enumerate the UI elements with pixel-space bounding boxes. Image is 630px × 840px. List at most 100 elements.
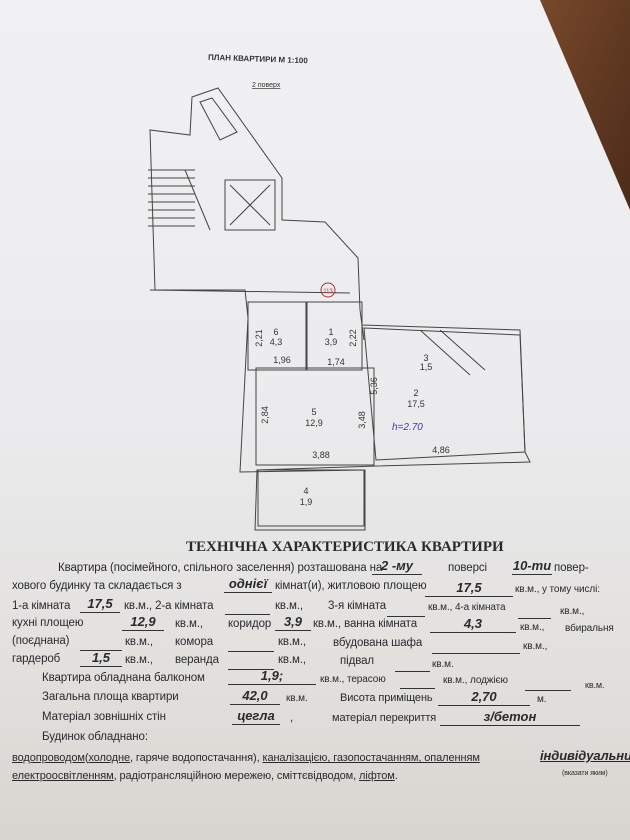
dim: 4,86 [432, 445, 450, 455]
dim: 3,88 [312, 450, 330, 460]
heating-type-value: індивідуальним [540, 748, 630, 763]
living-area-value: 17,5 [425, 580, 513, 597]
hint-text: (вказати яким) [562, 770, 608, 777]
plan-floor: 2 поверх [252, 82, 281, 89]
text: кв.м., ванна кімната [313, 618, 418, 630]
text: ( [84, 752, 89, 764]
dim: 2,84 [260, 406, 270, 424]
text: , радіотрансляційною мережею, сміттєвідв… [113, 770, 360, 782]
text: гардероб [12, 653, 61, 665]
text: ліфтом [359, 770, 395, 782]
room-4-area: 1,9 [300, 497, 313, 507]
text: вбиральня [565, 623, 614, 634]
floors-value: 10-ти [512, 558, 552, 575]
text: кв.м. [286, 693, 308, 704]
text: електроосвітленням [12, 770, 114, 782]
text: Висота приміщень [340, 692, 433, 704]
total-area-value: 42,0 [230, 688, 280, 705]
room-1-area: 3,9 [325, 337, 338, 347]
text: повер- [554, 562, 589, 574]
text: кв.м., [125, 654, 154, 666]
text: , [290, 712, 294, 724]
room-1-no: 1 [328, 327, 333, 337]
dim: 1,74 [327, 357, 345, 367]
room1-value: 17,5 [80, 596, 120, 613]
stairs [148, 169, 211, 231]
height-note: h=2.70 [392, 422, 423, 433]
text: кімнат(и), житловою площею [275, 580, 427, 592]
text: кв.м. [432, 659, 454, 670]
stamp-number: 113 [323, 289, 333, 295]
room-2-no: 2 [413, 388, 418, 398]
dim: 1,96 [273, 355, 291, 365]
text: хового будинку та складається з [12, 580, 182, 592]
ceiling-material-value: з/бетон [440, 709, 580, 726]
blank [395, 657, 430, 672]
blank [400, 674, 435, 689]
text: матеріал перекриття [332, 712, 437, 724]
dim: 2,22 [348, 329, 358, 347]
text: Будинок обладнано: [42, 731, 148, 743]
room-6-area: 4,3 [270, 337, 283, 347]
text: кв.м., [125, 636, 154, 648]
text: кв.м., [560, 606, 585, 617]
blank [228, 637, 274, 652]
rooms-value: однієї [224, 576, 272, 593]
text: 3-я кімната [328, 600, 387, 612]
text: кухні площею [12, 617, 84, 629]
text: кв.м., [175, 618, 204, 630]
dim: 3,48 [357, 411, 367, 429]
blank [525, 676, 571, 691]
spec-title: ТЕХНІЧНА ХАРАКТЕРИСТИКА КВАРТИРИ [186, 539, 504, 555]
text: кв.м., [275, 600, 304, 612]
room-6-no: 6 [273, 327, 278, 337]
plan-title: ПЛАН КВАРТИРИ М 1:100 [208, 53, 309, 65]
blank [228, 655, 274, 670]
text: кв.м., 4-а кімната [428, 602, 506, 613]
floor-value: 2 -му [372, 558, 422, 575]
text: водопроводом [12, 752, 85, 764]
text: холодне [88, 752, 130, 764]
text: Квартира (посімейного, спільного заселен… [58, 562, 383, 574]
blank [387, 602, 425, 617]
dim: 2,21 [254, 329, 264, 347]
wardrobe-value: 1,5 [80, 650, 122, 667]
text: кв.м., [523, 641, 548, 652]
text: (поєднана) [12, 635, 70, 647]
text: каналізацією, газопостачанням, опаленням [262, 752, 480, 764]
text: кв.м., лоджією [443, 675, 508, 686]
text: кв.м., терасою [320, 674, 386, 685]
text: кв.м., [278, 654, 307, 666]
text: м. [537, 694, 547, 705]
dim: 5,36 [369, 377, 379, 395]
text: поверсі [448, 562, 487, 574]
text: комора [175, 636, 214, 648]
text: 1-а кімната [12, 600, 71, 612]
text: вбудована шафа [333, 637, 423, 649]
blank [432, 639, 520, 654]
floor-plan: ПЛАН КВАРТИРИ М 1:100 2 поверх 6 4,3 1 3… [148, 53, 531, 531]
room-5-area: 12,9 [305, 418, 323, 428]
kitchen-value: 12,9 [122, 614, 164, 631]
room-2-area: 17,5 [407, 399, 425, 409]
bathroom-value: 4,3 [430, 616, 516, 633]
text: кв.м. [585, 680, 605, 690]
room-5-no: 5 [311, 407, 316, 417]
text: кв.м., у тому числі: [515, 584, 600, 595]
blank [225, 600, 270, 615]
text: кв.м., [278, 636, 307, 648]
wall-material-value: цегла [232, 708, 280, 725]
text: , гаряче водопостачання), [130, 752, 263, 764]
utilities-line-2: електроосвітленням, радіотрансляційною м… [12, 770, 398, 782]
text: Матеріал зовнішніх стін [42, 711, 166, 723]
balcony-value: 1,9; [228, 668, 316, 685]
room-3-area: 1,5 [420, 362, 433, 372]
text: Квартира обладнана балконом [42, 672, 205, 684]
room-4-no: 4 [303, 486, 308, 496]
text: . [394, 770, 398, 782]
text: коридор [228, 618, 272, 630]
text: Загальна площа квартири [42, 691, 179, 703]
text: кв.м., [520, 622, 545, 633]
corridor-value: 3,9 [275, 614, 311, 631]
